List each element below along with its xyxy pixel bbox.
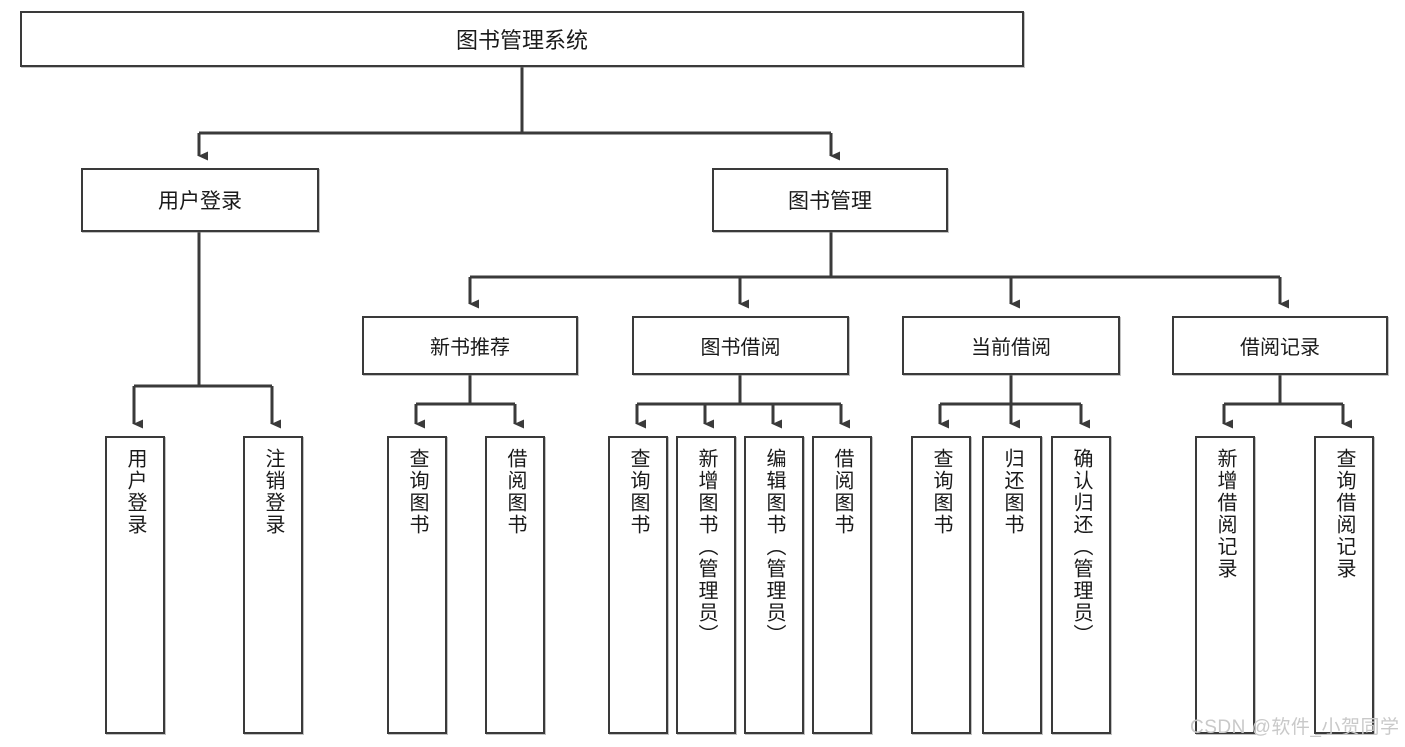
node-label: 查询图书 — [406, 448, 428, 536]
node-label: 图书管理系统 — [455, 28, 588, 53]
node-label: 查询借阅记录 — [1333, 448, 1355, 580]
leaf-add-book-admin[interactable]: 新增图书（管理员） — [676, 436, 736, 734]
node-label: 确认归还（管理员） — [1070, 448, 1092, 646]
node-label: 借阅图书 — [831, 448, 853, 536]
leaf-add-borrow-record[interactable]: 新增借阅记录 — [1195, 436, 1255, 734]
node-label: 用户登录 — [124, 448, 146, 536]
leaf-query-books-current[interactable]: 查询图书 — [911, 436, 971, 734]
leaf-user-login[interactable]: 用户登录 — [105, 436, 165, 734]
leaf-return-books[interactable]: 归还图书 — [982, 436, 1042, 734]
node-label: 查询图书 — [930, 448, 952, 536]
node-label: 查询图书 — [627, 448, 649, 536]
node-book-borrowing[interactable]: 图书借阅 — [632, 316, 849, 375]
leaf-query-books-new[interactable]: 查询图书 — [387, 436, 447, 734]
node-book-management[interactable]: 图书管理 — [712, 168, 948, 232]
node-borrowing-records[interactable]: 借阅记录 — [1172, 316, 1388, 375]
node-label: 借阅图书 — [504, 448, 526, 536]
node-label: 注销登录 — [262, 448, 284, 536]
node-user-login[interactable]: 用户登录 — [81, 168, 319, 232]
node-current-borrowing[interactable]: 当前借阅 — [902, 316, 1120, 375]
node-label: 借阅记录 — [1240, 337, 1320, 359]
node-label: 归还图书 — [1001, 448, 1023, 536]
node-label: 用户登录 — [158, 190, 242, 213]
node-label: 新增借阅记录 — [1214, 448, 1236, 580]
node-label: 编辑图书（管理员） — [763, 448, 785, 646]
node-label: 图书管理 — [788, 190, 872, 213]
node-label: 新增图书（管理员） — [695, 448, 717, 646]
node-new-book-recommendation[interactable]: 新书推荐 — [362, 316, 578, 375]
node-label: 图书借阅 — [700, 337, 781, 359]
leaf-logout[interactable]: 注销登录 — [243, 436, 303, 734]
node-root-book-management-system[interactable]: 图书管理系统 — [20, 11, 1024, 67]
node-label: 新书推荐 — [430, 337, 510, 359]
leaf-query-books-borrow[interactable]: 查询图书 — [608, 436, 668, 734]
csdn-watermark: CSDN @软件_小贺同学 — [1190, 717, 1400, 738]
leaf-edit-book-admin[interactable]: 编辑图书（管理员） — [744, 436, 804, 734]
node-label: 当前借阅 — [971, 337, 1051, 359]
leaf-query-borrow-record[interactable]: 查询借阅记录 — [1314, 436, 1374, 734]
leaf-confirm-return-admin[interactable]: 确认归还（管理员） — [1051, 436, 1111, 734]
leaf-borrow-books[interactable]: 借阅图书 — [812, 436, 872, 734]
leaf-borrow-books-new[interactable]: 借阅图书 — [485, 436, 545, 734]
